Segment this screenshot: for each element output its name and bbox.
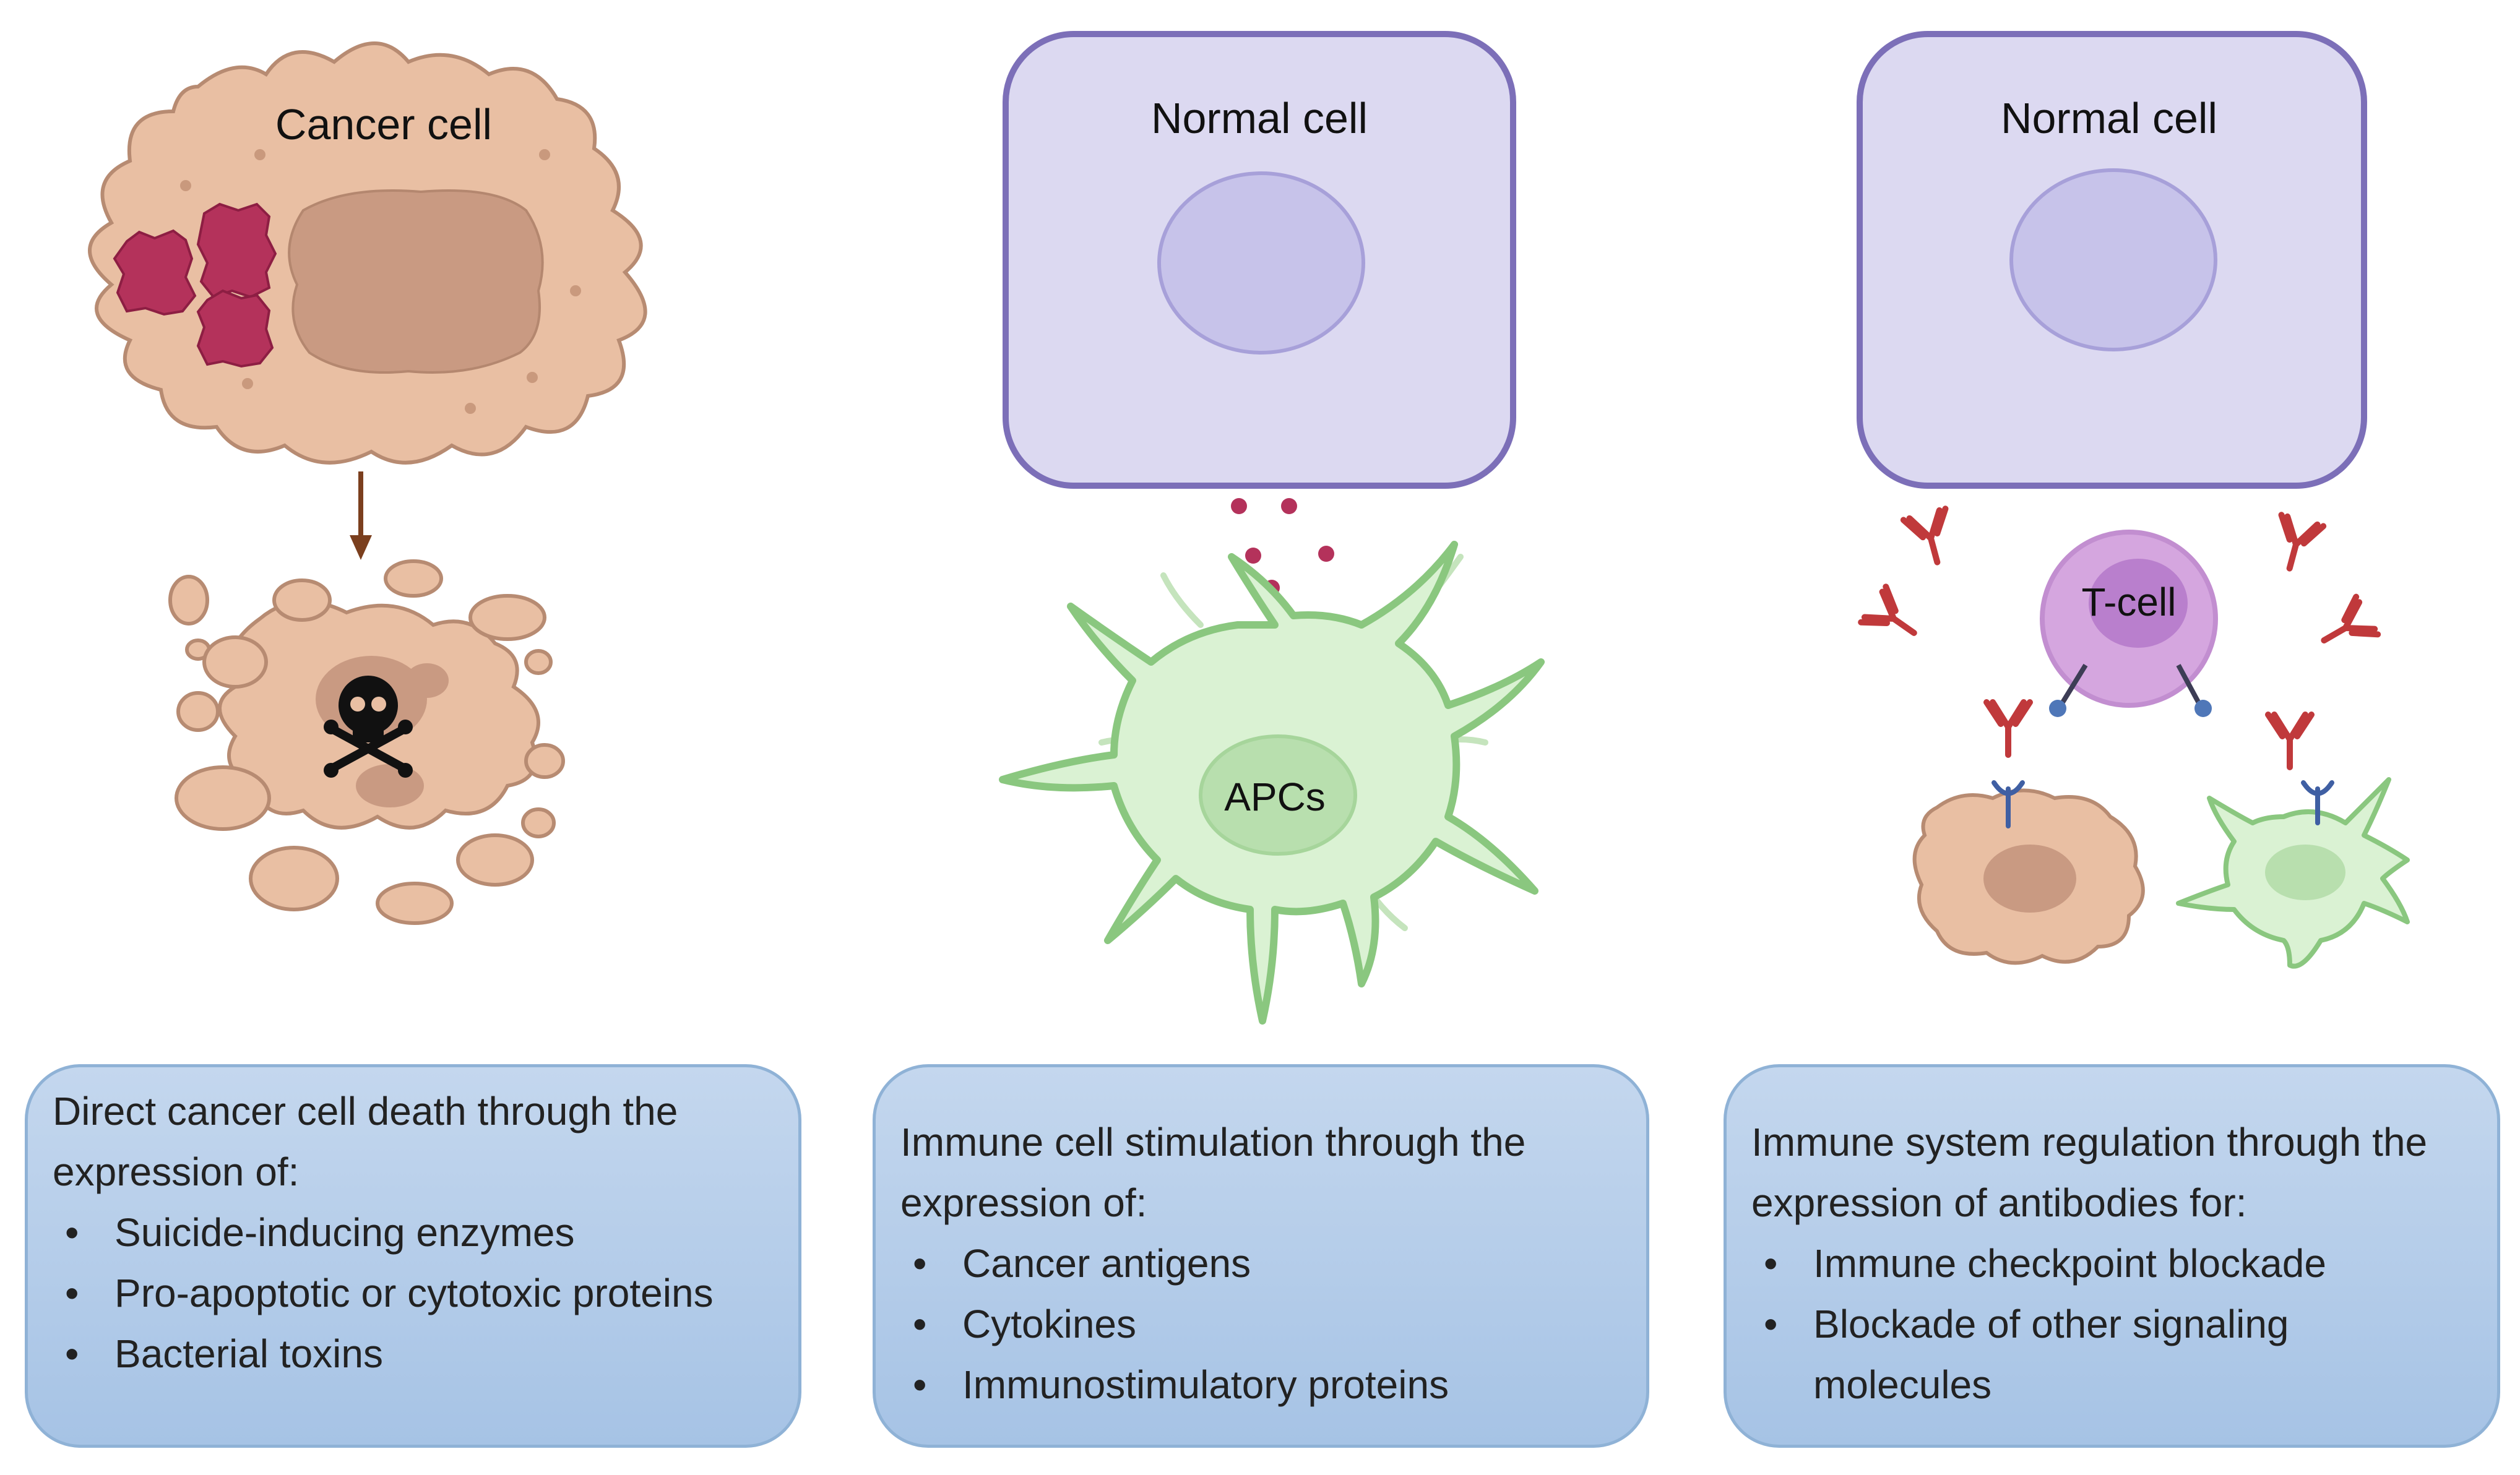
down-arrow-icon — [350, 471, 372, 560]
antibody-icon — [1858, 505, 2381, 770]
t-cell-label: T-cell — [2082, 580, 2177, 624]
list-item: Suicide-inducing enzymes — [53, 1202, 774, 1263]
list-item: Cancer antigens — [900, 1233, 1621, 1294]
receptor-icon — [2301, 780, 2334, 825]
list-item: Cytokines — [900, 1294, 1621, 1354]
receptor-icon — [1991, 780, 2025, 828]
list-item: Pro-apoptotic or cytotoxic proteins — [53, 1263, 774, 1323]
list-item: Immunostimulatory proteins — [900, 1354, 1621, 1415]
normal-cell-3-label: Normal cell — [2001, 94, 2217, 142]
apc-label: APCs — [1224, 775, 1326, 819]
description-3-intro: Immune system regulation through the exp… — [1751, 1120, 2428, 1225]
normal-cell-2-label: Normal cell — [1151, 94, 1368, 142]
description-3-bullets: Immune checkpoint blockade Blockade of o… — [1751, 1233, 2472, 1415]
normal-cell-2 — [1003, 31, 1516, 489]
description-2-bullets: Cancer antigens Cytokines Immunostimulat… — [900, 1233, 1621, 1415]
cancer-cell-label: Cancer cell — [275, 100, 492, 148]
description-1-intro: Direct cancer cell death through the exp… — [53, 1089, 678, 1194]
dying-cancer-cell — [168, 559, 565, 925]
small-apc-cell — [2176, 777, 2410, 969]
normal-cell-3 — [1857, 31, 2367, 489]
description-1-bullets: Suicide-inducing enzymes Pro-apoptotic o… — [53, 1202, 774, 1384]
list-item: Blockade of other signaling molecules — [1751, 1294, 2472, 1415]
description-box-3: Immune system regulation through the exp… — [1724, 1064, 2500, 1448]
skull-crossbones-icon — [324, 676, 413, 778]
small-cancer-cell — [1912, 788, 2145, 965]
description-box-2: Immune cell stimulation through the expr… — [873, 1064, 1649, 1448]
apc-cell — [999, 541, 1545, 1025]
list-item: Immune checkpoint blockade — [1751, 1233, 2472, 1294]
t-cell — [2040, 530, 2218, 717]
list-item: Bacterial toxins — [53, 1323, 774, 1384]
bacteria-cluster — [113, 202, 277, 368]
description-box-1: Direct cancer cell death through the exp… — [25, 1064, 801, 1448]
description-2-intro: Immune cell stimulation through the expr… — [900, 1120, 1526, 1225]
